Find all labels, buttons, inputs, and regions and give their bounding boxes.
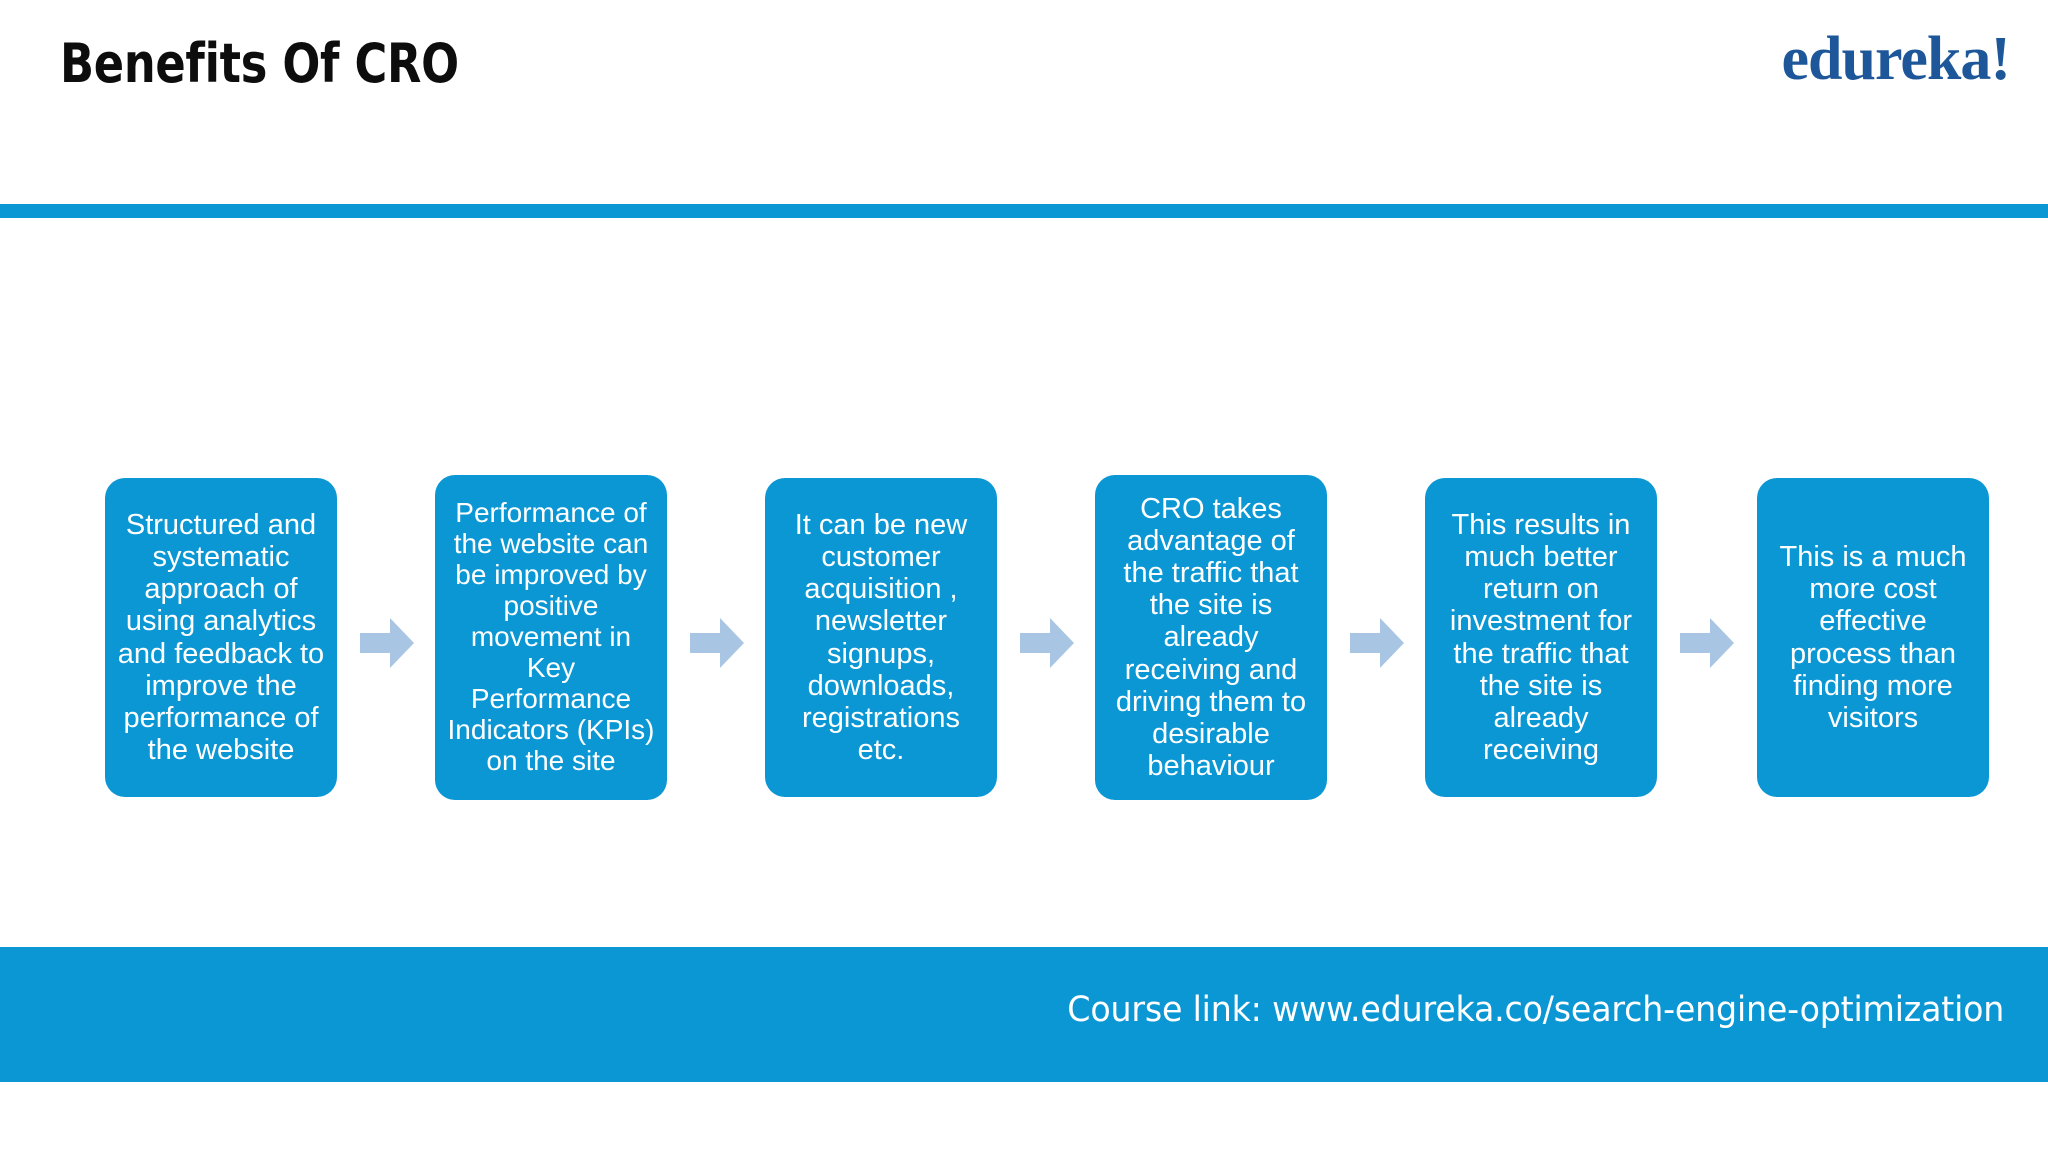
flow-box-1[interactable]: Structured and systematic approach of us… (105, 478, 337, 797)
flow-arrow-4 (1350, 618, 1404, 668)
flow-arrow-3 (1020, 618, 1074, 668)
edureka-logo: edureka! (1781, 25, 2011, 93)
benefits-flow-diagram: Structured and systematic approach of us… (0, 455, 2048, 815)
flow-box-3[interactable]: It can be new customer acquisition , new… (765, 478, 997, 797)
flow-box-1-text: Structured and systematic approach of us… (117, 509, 325, 766)
page-title: Benefits Of CRO (60, 32, 459, 95)
arrow-right-icon (1020, 618, 1074, 668)
flow-box-6-text: This is a much more cost effective proce… (1779, 541, 1967, 734)
arrow-right-icon (1680, 618, 1734, 668)
flow-box-6[interactable]: This is a much more cost effective proce… (1757, 478, 1989, 797)
arrow-right-icon (690, 618, 744, 668)
course-link-text: Course link: www.edureka.co/search-engin… (1067, 990, 2004, 1030)
flow-box-3-text: It can be new customer acquisition , new… (794, 509, 968, 766)
flow-box-5[interactable]: This results in much better return on in… (1425, 478, 1657, 797)
flow-arrow-5 (1680, 618, 1734, 668)
flow-box-4-text: CRO takes advantage of the traffic that … (1115, 493, 1307, 782)
flow-arrow-2 (690, 618, 744, 668)
arrow-right-icon (360, 618, 414, 668)
flow-box-2-text: Performance of the website can be improv… (447, 497, 655, 776)
flow-box-4[interactable]: CRO takes advantage of the traffic that … (1095, 475, 1327, 800)
flow-arrow-1 (360, 618, 414, 668)
arrow-right-icon (1350, 618, 1404, 668)
footer-bar (0, 947, 2048, 1082)
header-divider (0, 204, 2048, 218)
flow-box-5-text: This results in much better return on in… (1449, 509, 1633, 766)
flow-box-2[interactable]: Performance of the website can be improv… (435, 475, 667, 800)
